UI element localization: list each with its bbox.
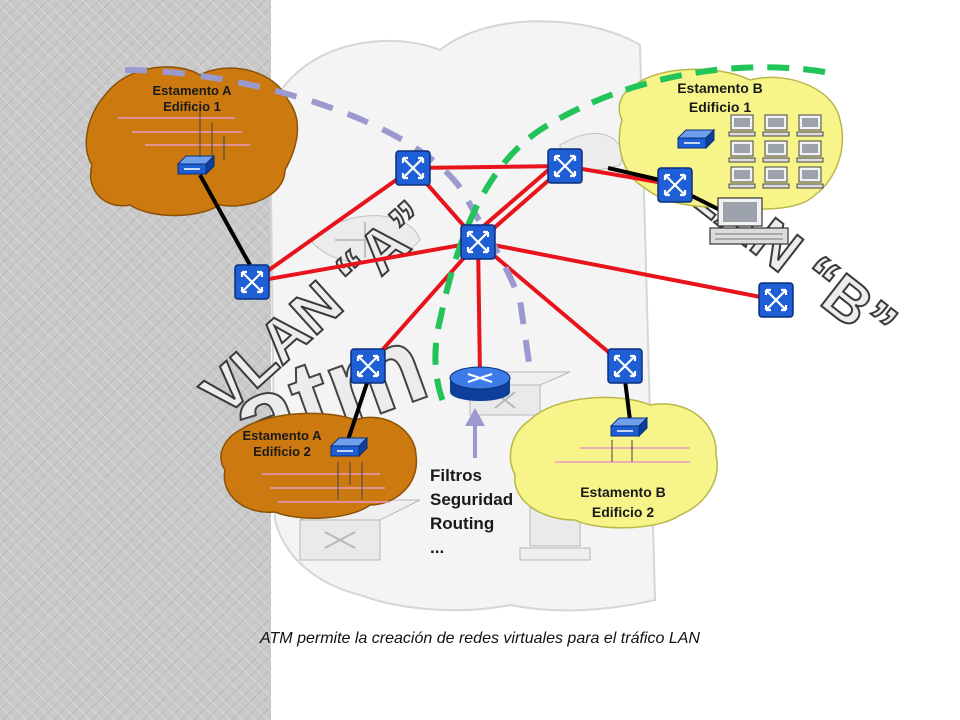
- router-function-4: ...: [430, 538, 444, 557]
- atm-switch-bottom-left-icon: [349, 347, 387, 385]
- vlan-a-boundary: [124, 67, 533, 371]
- label-a2-line1: Estamento A: [243, 428, 323, 443]
- atm-switch-top-left-icon: [394, 149, 432, 187]
- router-function-1: Filtros: [430, 466, 482, 485]
- atm-switch-bottom-right-icon: [606, 347, 644, 385]
- router-function-2: Seguridad: [430, 490, 513, 509]
- label-b2-line1: Estamento B: [580, 484, 666, 500]
- atm-switch-left-icon: [233, 263, 271, 301]
- server-computer-icon: [709, 197, 789, 245]
- atm-switch-b1-icon: [656, 166, 694, 204]
- lan-hub-b1-icon: [677, 129, 715, 149]
- label-b2-line2: Edificio 2: [592, 504, 654, 520]
- caption: ATM permite la creación de redes virtual…: [260, 630, 700, 647]
- label-b1-line2: Edificio 1: [689, 99, 751, 115]
- label-a1-line2: Edificio 1: [163, 99, 221, 114]
- atm-switch-right-icon: [757, 281, 795, 319]
- lan-hub-a1-icon: [177, 155, 215, 175]
- lan-hub-a2-icon: [330, 437, 368, 457]
- label-b1-line1: Estamento B: [677, 80, 763, 96]
- router-icon: [449, 366, 511, 401]
- atm-switch-top-right-icon: [546, 147, 584, 185]
- arrow-up-icon: [465, 408, 485, 458]
- workstations-b1: [728, 114, 824, 189]
- cloud-estamento-a-edificio-1: [85, 66, 299, 217]
- label-a1-line1: Estamento A: [153, 83, 233, 98]
- cloud-estamento-a-edificio-2: [220, 412, 418, 519]
- label-a2-line2: Edificio 2: [253, 444, 311, 459]
- lan-lines-b2: [555, 440, 690, 463]
- router-function-3: Routing: [430, 514, 494, 533]
- lan-lines-a1: [118, 110, 250, 160]
- atm-links: [250, 158, 778, 378]
- atm-switch-core-icon: [459, 223, 497, 261]
- lan-lines-a2: [262, 462, 390, 503]
- lan-hub-b2-icon: [610, 417, 648, 437]
- vlan-b-boundary: [432, 64, 826, 414]
